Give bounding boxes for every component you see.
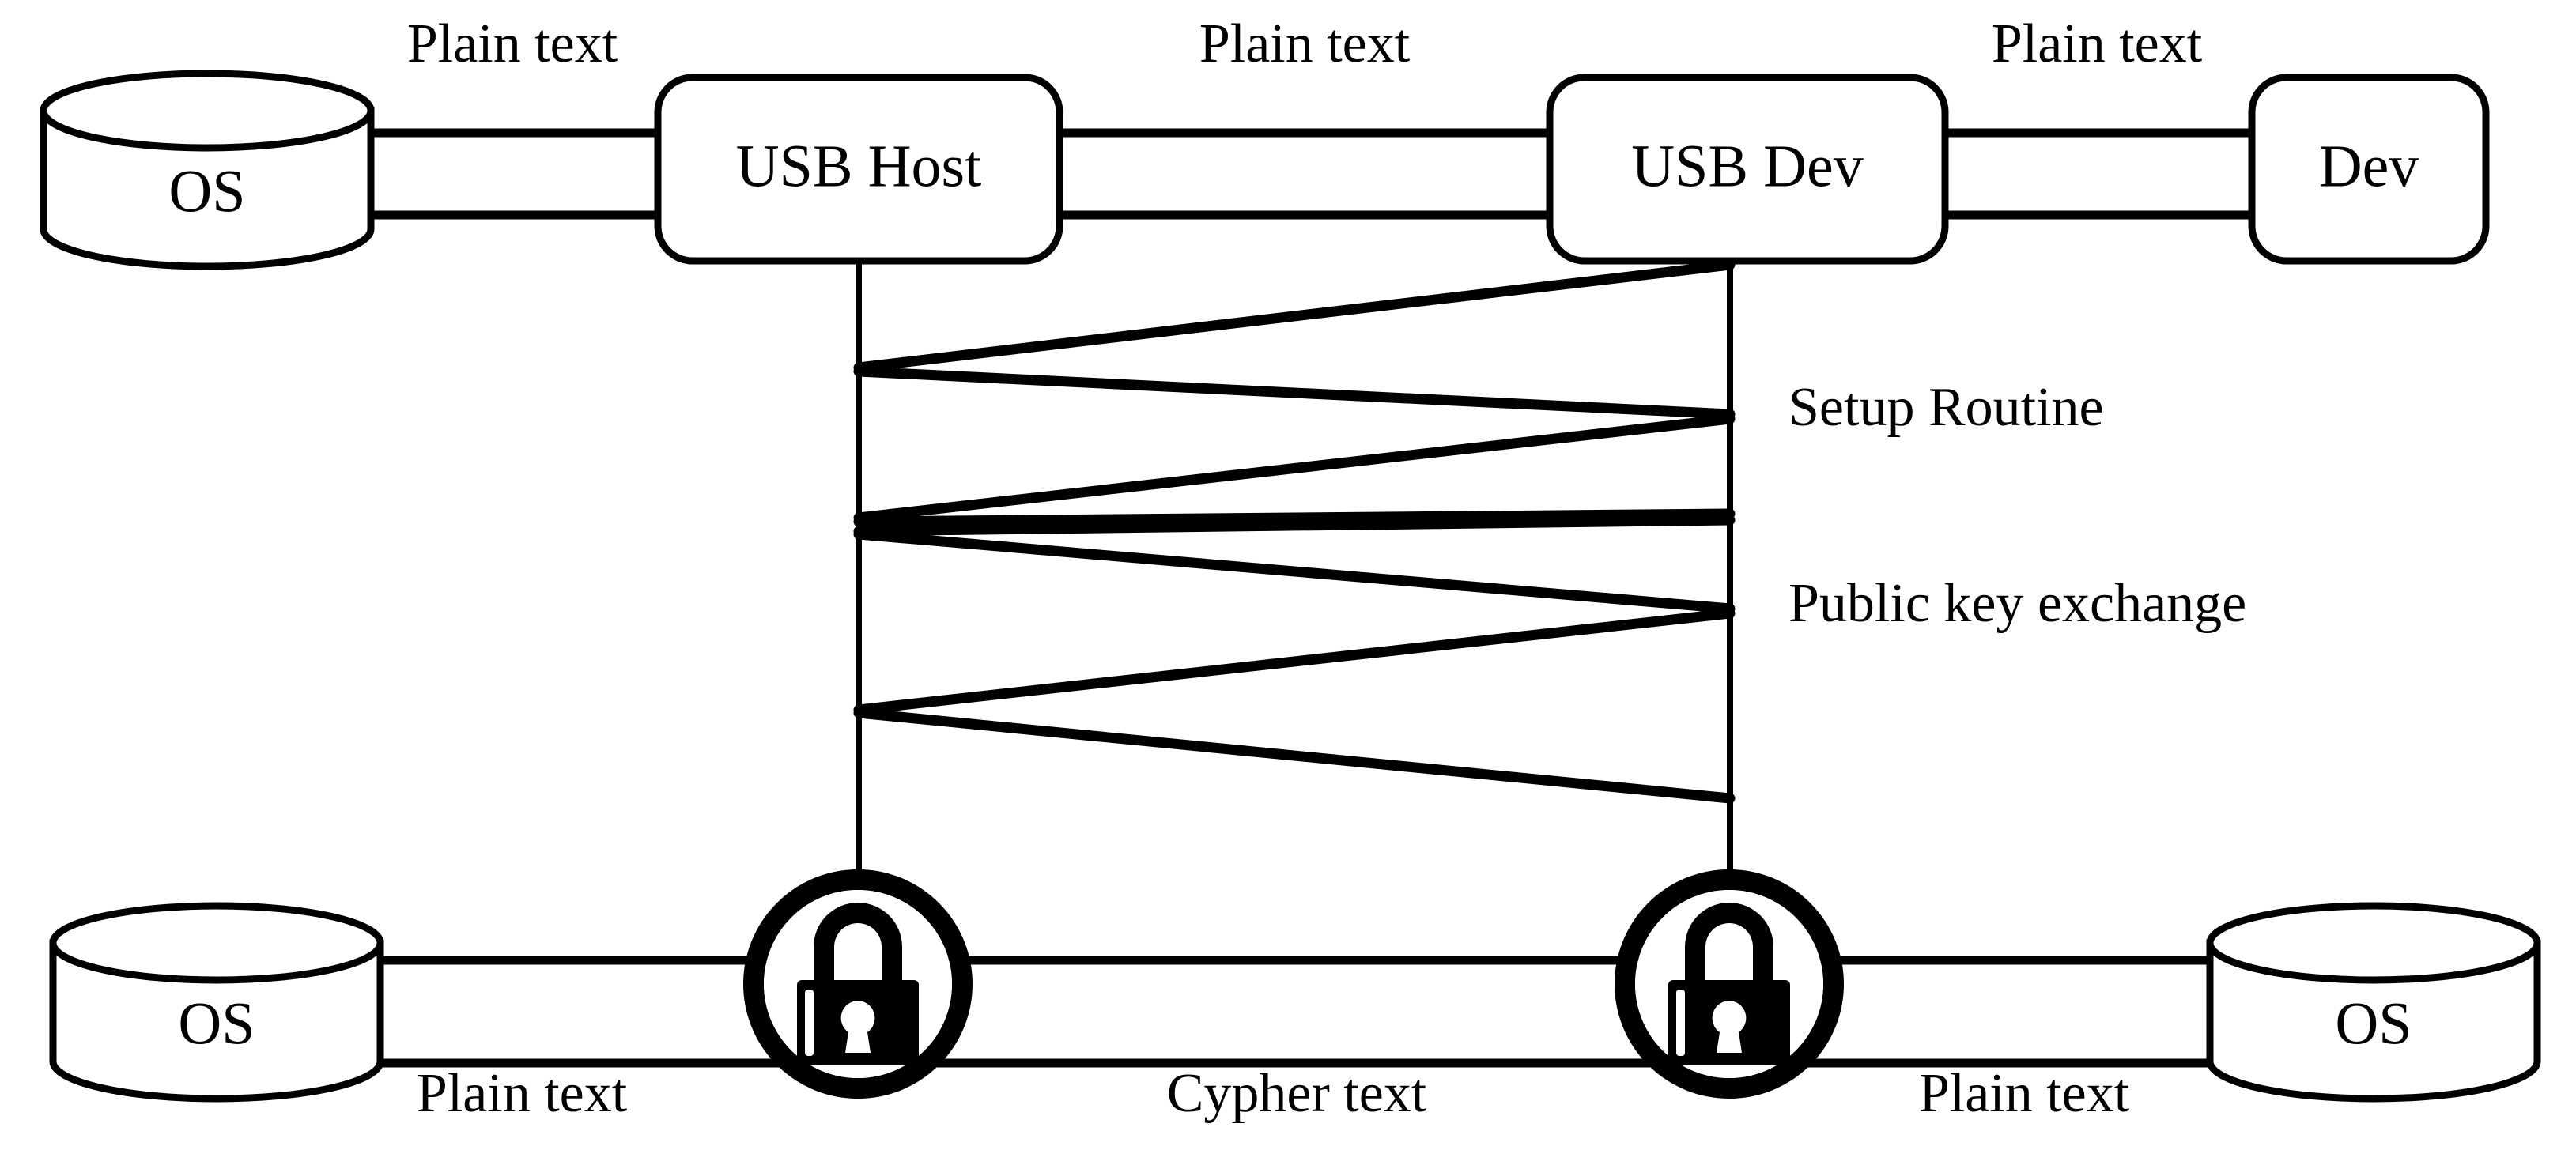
- bus-usbdev-dev: [1939, 128, 2258, 220]
- lock-icon-dev[interactable]: [1615, 869, 1844, 1099]
- cylinder-body: [40, 107, 375, 270]
- node-label-os-bottom-left: OS: [178, 990, 255, 1057]
- zigzag-segment-7: [853, 608, 1736, 715]
- usb-dev-box: [1546, 74, 1949, 265]
- zigzag-segment-3: [853, 413, 1736, 523]
- lock-body-highlight: [1676, 990, 1685, 1056]
- edge-label-setup-routine: Setup Routine: [1788, 377, 2104, 438]
- bus-host-usbdev: [1053, 128, 1556, 220]
- lock-ring: [1615, 869, 1844, 1099]
- node-label-dev: Dev: [2319, 133, 2419, 199]
- lock-ring: [743, 869, 973, 1099]
- lock-keyhole: [840, 1001, 875, 1053]
- node-label-os-bottom-right: OS: [2335, 990, 2412, 1057]
- zigzag-segment-6: [853, 529, 1736, 614]
- node-label-usb-host: USB Host: [736, 133, 981, 199]
- node-os-top-left[interactable]: OS: [40, 70, 375, 270]
- node-dev[interactable]: Dev: [2248, 74, 2490, 265]
- bus-lock1-lock2: [917, 956, 1670, 1068]
- cylinder-top: [2206, 902, 2541, 984]
- edge-label-bottom-plain-1: Plain text: [417, 1063, 628, 1124]
- lock-keyhole: [1712, 1001, 1747, 1053]
- edge-label-top-plain-2: Plain text: [1199, 13, 1411, 74]
- node-usb-host[interactable]: USB Host: [654, 74, 1063, 265]
- cylinder-body: [2206, 939, 2541, 1103]
- edge-label-top-plain-1: Plain text: [407, 13, 618, 74]
- edge-label-top-plain-3: Plain text: [1992, 13, 2203, 74]
- zigzag-segment-8: [853, 707, 1736, 804]
- zigzag-segment-1: [853, 259, 1736, 373]
- node-label-os-top-left: OS: [168, 158, 245, 224]
- edge-label-bottom-cypher: Cypher text: [1167, 1063, 1427, 1124]
- bus-lock2-os: [1788, 956, 2215, 1068]
- zigzag-segment-4: [853, 508, 1736, 527]
- cylinder-body: [49, 939, 384, 1103]
- lock-shackle: [1685, 903, 1773, 985]
- node-os-bottom-left[interactable]: OS: [49, 902, 384, 1103]
- edge-label-public-key-exchange: Public key exchange: [1788, 573, 2246, 634]
- cylinder-top: [49, 902, 384, 984]
- edge-label-bottom-plain-2: Plain text: [1919, 1063, 2130, 1124]
- node-label-usb-dev: USB Dev: [1631, 133, 1863, 199]
- node-usb-dev[interactable]: USB Dev: [1546, 74, 1949, 265]
- bus-os-host: [370, 128, 664, 220]
- lock-icon-host[interactable]: [743, 869, 973, 1099]
- cylinder-top: [40, 70, 375, 152]
- lock-shackle: [814, 903, 902, 985]
- dev-box: [2248, 74, 2490, 265]
- lock-body-highlight: [805, 990, 814, 1056]
- handshake-zigzag: [853, 259, 1736, 804]
- zigzag-segment-5: [853, 515, 1736, 537]
- bus-os-lock1: [378, 956, 799, 1068]
- zigzag-segment-2: [853, 366, 1736, 420]
- node-os-bottom-right[interactable]: OS: [2206, 902, 2541, 1103]
